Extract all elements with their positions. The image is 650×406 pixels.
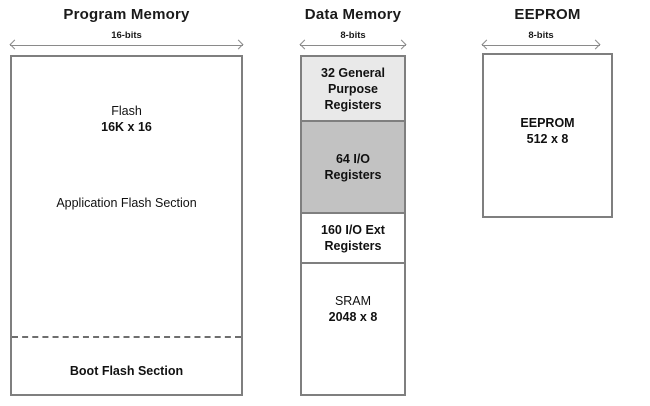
arrow-left-icon xyxy=(300,40,307,51)
data-memory-width-dimension: 8-bits xyxy=(300,30,406,52)
program-memory-box[interactable]: Flash 16K x 16 Application Flash Section… xyxy=(10,55,243,396)
segment-line-2: Purpose xyxy=(327,81,378,96)
program-memory-title: Program Memory xyxy=(63,6,190,23)
boot-flash-section-text: Boot Flash Section xyxy=(69,364,184,378)
eeprom-box[interactable]: EEPROM 512 x 8 xyxy=(482,53,613,218)
dimension-line xyxy=(300,45,406,46)
segment-line-2: 2048 x 8 xyxy=(328,310,378,324)
segment-line-2: Registers xyxy=(324,239,382,253)
arrow-right-icon xyxy=(593,40,600,51)
flash-label: Flash xyxy=(111,104,142,118)
dimension-line xyxy=(10,45,243,46)
eeprom-width-dimension: 8-bits xyxy=(482,30,600,52)
segment-sram[interactable]: SRAM 2048 x 8 xyxy=(302,264,404,394)
segment-io-registers[interactable]: 64 I/O Registers xyxy=(302,122,404,214)
flash-section-divider xyxy=(12,336,241,338)
eeprom-title: EEPROM xyxy=(514,6,581,23)
program-memory-width-dimension: 16-bits xyxy=(10,30,243,52)
segment-io-ext-registers[interactable]: 160 I/O Ext Registers xyxy=(302,214,404,264)
application-flash-section-label: Application Flash Section xyxy=(12,195,241,211)
eeprom-size: 512 x 8 xyxy=(526,132,569,146)
segment-general-purpose-registers[interactable]: 32 General Purpose Registers xyxy=(302,57,404,122)
arrow-right-icon xyxy=(236,40,243,51)
data-memory-width-label: 8-bits xyxy=(340,30,366,41)
segment-line-1: SRAM xyxy=(334,294,372,308)
application-flash-section-text: Application Flash Section xyxy=(56,196,197,210)
eeprom-label: EEPROM xyxy=(520,116,575,130)
arrow-right-icon xyxy=(399,40,406,51)
flash-size: 16K x 16 xyxy=(101,120,152,134)
segment-line-3: Registers xyxy=(324,97,382,112)
flash-label-group: Flash 16K x 16 xyxy=(12,103,241,135)
program-memory-width-label: 16-bits xyxy=(111,30,142,41)
eeprom-width-label: 8-bits xyxy=(528,30,554,41)
segment-line-1: 32 General xyxy=(321,65,385,80)
segment-line-1: 160 I/O Ext xyxy=(321,223,385,237)
segment-line-2: Registers xyxy=(324,168,382,182)
arrow-left-icon xyxy=(482,40,489,51)
eeprom-label-group: EEPROM 512 x 8 xyxy=(484,115,611,147)
segment-line-1: 64 I/O xyxy=(335,152,371,166)
data-memory-box[interactable]: 32 General Purpose Registers 64 I/O Regi… xyxy=(300,55,406,396)
dimension-line xyxy=(482,45,600,46)
data-memory-title: Data Memory xyxy=(304,6,402,23)
boot-flash-section-label: Boot Flash Section xyxy=(12,363,241,379)
arrow-left-icon xyxy=(10,40,17,51)
